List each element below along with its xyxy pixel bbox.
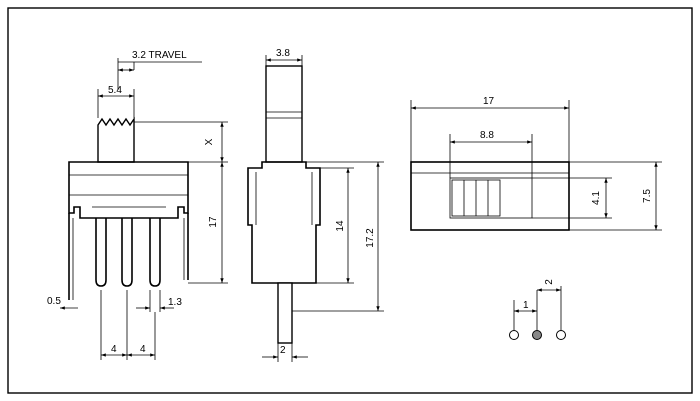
side-pin	[277, 282, 293, 344]
pitch-left-label: 4	[111, 344, 117, 355]
pitch-right-label: 4	[140, 344, 146, 355]
pin-hole-center	[532, 330, 542, 340]
front-view: 3.2 TRAVEL 5.4 X 17 0.5 1.3 4 4	[47, 50, 228, 360]
overall-length-label: 17	[483, 96, 495, 107]
pin-width-label: 1.3	[168, 297, 182, 308]
side-view: 3.8 14 17.2 2	[247, 48, 384, 362]
front-body	[68, 161, 189, 219]
front-actuator	[97, 116, 135, 163]
drawing-frame	[7, 7, 693, 394]
top-body	[410, 161, 570, 231]
pin-diagram: 1 2	[509, 279, 566, 340]
side-pin-width-label: 2	[280, 345, 286, 356]
slot-knob	[451, 179, 501, 217]
top-view: 17 8.8 4.1 7.5	[410, 96, 662, 231]
side-actuator	[265, 65, 303, 163]
overall-width-label: 7.5	[642, 189, 653, 203]
body-height-label: 14	[335, 220, 346, 232]
height-17-label: 17	[208, 216, 219, 228]
pin-offset-label: 0.5	[47, 296, 61, 307]
slot-length-label: 8.8	[480, 130, 494, 141]
top-slot	[449, 177, 533, 219]
actuator-thickness-label: 3.8	[276, 48, 290, 59]
total-height-label: 17.2	[365, 228, 376, 248]
slot-width-label: 4.1	[591, 191, 602, 205]
actuator-width-label: 5.4	[108, 85, 122, 96]
front-pin-3	[149, 218, 161, 287]
x-label: X	[204, 138, 215, 145]
pin-hole-left	[509, 330, 519, 340]
spacing-1-label: 1	[523, 300, 529, 311]
front-pin-1	[95, 218, 107, 287]
front-pin-2	[121, 218, 133, 287]
spacing-2-label: 2	[544, 279, 555, 285]
travel-label: 3.2 TRAVEL	[132, 50, 187, 61]
pin-hole-right	[556, 330, 566, 340]
side-body	[247, 161, 321, 284]
